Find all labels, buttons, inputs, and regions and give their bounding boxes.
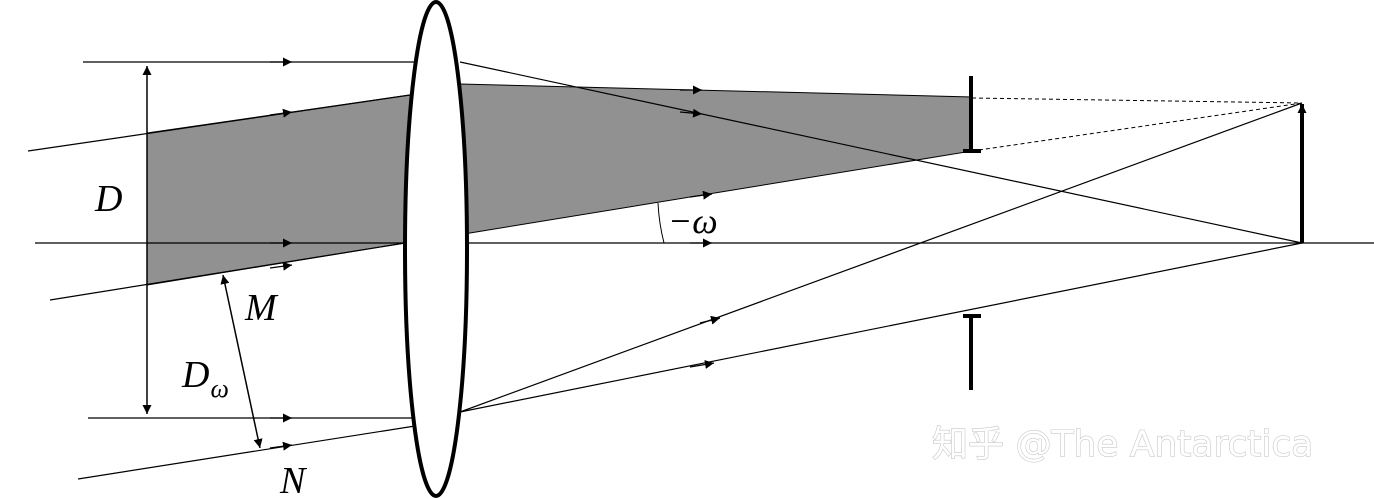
ray-oblique-top-in <box>27 94 411 152</box>
dashed-extension-top <box>971 97 1303 104</box>
ray-direction-arrows <box>269 57 721 451</box>
label-d-omega: Dω <box>181 354 229 403</box>
ray-bottom-to-image-top <box>459 102 1303 413</box>
dashed-extension-bottom <box>971 102 1303 152</box>
ray-oblique-mid-in <box>49 242 406 301</box>
ray-bottom-to-axis-focus <box>459 242 1303 413</box>
label-m: M <box>244 287 279 329</box>
ray-top-to-axis-focus <box>459 61 1303 244</box>
label-n: N <box>279 460 308 499</box>
ray-oblique-bottom-in <box>77 425 416 480</box>
dimension-d-omega-arrow <box>220 274 263 449</box>
lens <box>403 0 469 498</box>
watermark-text: 知乎 @The Antarctica <box>932 424 1313 465</box>
shaded-beam <box>146 83 973 286</box>
aperture-stop <box>963 76 981 390</box>
field-angle-arc <box>657 202 665 244</box>
label-d: D <box>94 178 122 220</box>
label-minus-omega: −ω <box>668 201 718 241</box>
